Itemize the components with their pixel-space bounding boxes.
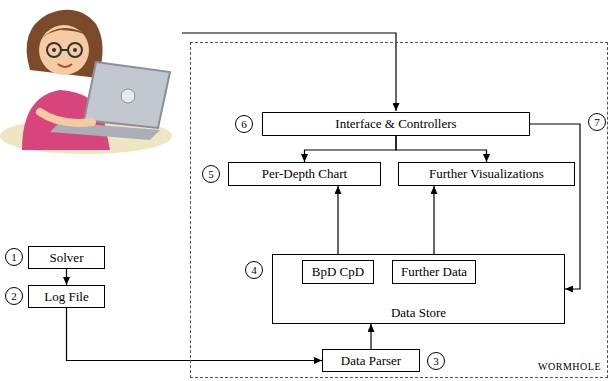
- fringe: [40, 28, 90, 40]
- laptop-logo: [121, 89, 135, 103]
- flow-arrow: [396, 136, 487, 162]
- box-label: Per-Depth Chart: [262, 166, 347, 182]
- smile: [58, 64, 72, 67]
- callout-number: 1: [5, 248, 23, 266]
- laptop-lid: [84, 62, 170, 128]
- face: [39, 25, 89, 75]
- flow-arrow: [66, 269, 67, 285]
- box-label: Data Parser: [341, 353, 401, 369]
- callout-number: 7: [588, 113, 606, 131]
- flow-arrow: [337, 186, 338, 260]
- box-label: Log File: [44, 289, 88, 305]
- glasses-bridge: [61, 49, 68, 51]
- eye: [73, 48, 77, 52]
- process-box: Interface & Controllers: [262, 112, 530, 136]
- callout-number: 5: [202, 165, 220, 183]
- callout-number: 6: [235, 115, 253, 133]
- box-label: WORMHOLE: [538, 359, 601, 375]
- data-box: Further Data: [392, 260, 476, 284]
- chart-box: Further Visualizations: [398, 162, 575, 186]
- flow-arrow: [370, 324, 371, 349]
- callout-number: 2: [5, 287, 23, 305]
- process-box: Solver: [28, 246, 105, 269]
- box-label: BpD CpD: [312, 264, 364, 280]
- flow-arrow: [305, 136, 397, 162]
- hair: [27, 10, 103, 78]
- flow-arrow: [433, 186, 434, 260]
- box-label: Further Visualizations: [429, 166, 544, 182]
- user-input-line: [182, 33, 396, 111]
- eye: [52, 48, 56, 52]
- process-box: Data Parser: [322, 349, 420, 372]
- glasses: [68, 43, 82, 57]
- data-box: BpD CpD: [302, 260, 374, 284]
- arm: [40, 112, 92, 123]
- box-label: Solver: [50, 250, 84, 266]
- tool-region: WORMHOLE Interface & ControllersPer-Depth…: [190, 42, 608, 378]
- chart-box: Per-Depth Chart: [228, 162, 381, 186]
- callout-number: 4: [245, 261, 263, 279]
- box-label: Data Store: [273, 305, 564, 321]
- box-label: Interface & Controllers: [335, 116, 456, 132]
- glasses: [47, 43, 61, 57]
- box-label: Further Data: [401, 264, 467, 280]
- store-box: Data Store BpD CpD Further Data: [272, 254, 565, 324]
- file-box: Log File: [28, 285, 105, 308]
- callout-number: 3: [427, 352, 445, 370]
